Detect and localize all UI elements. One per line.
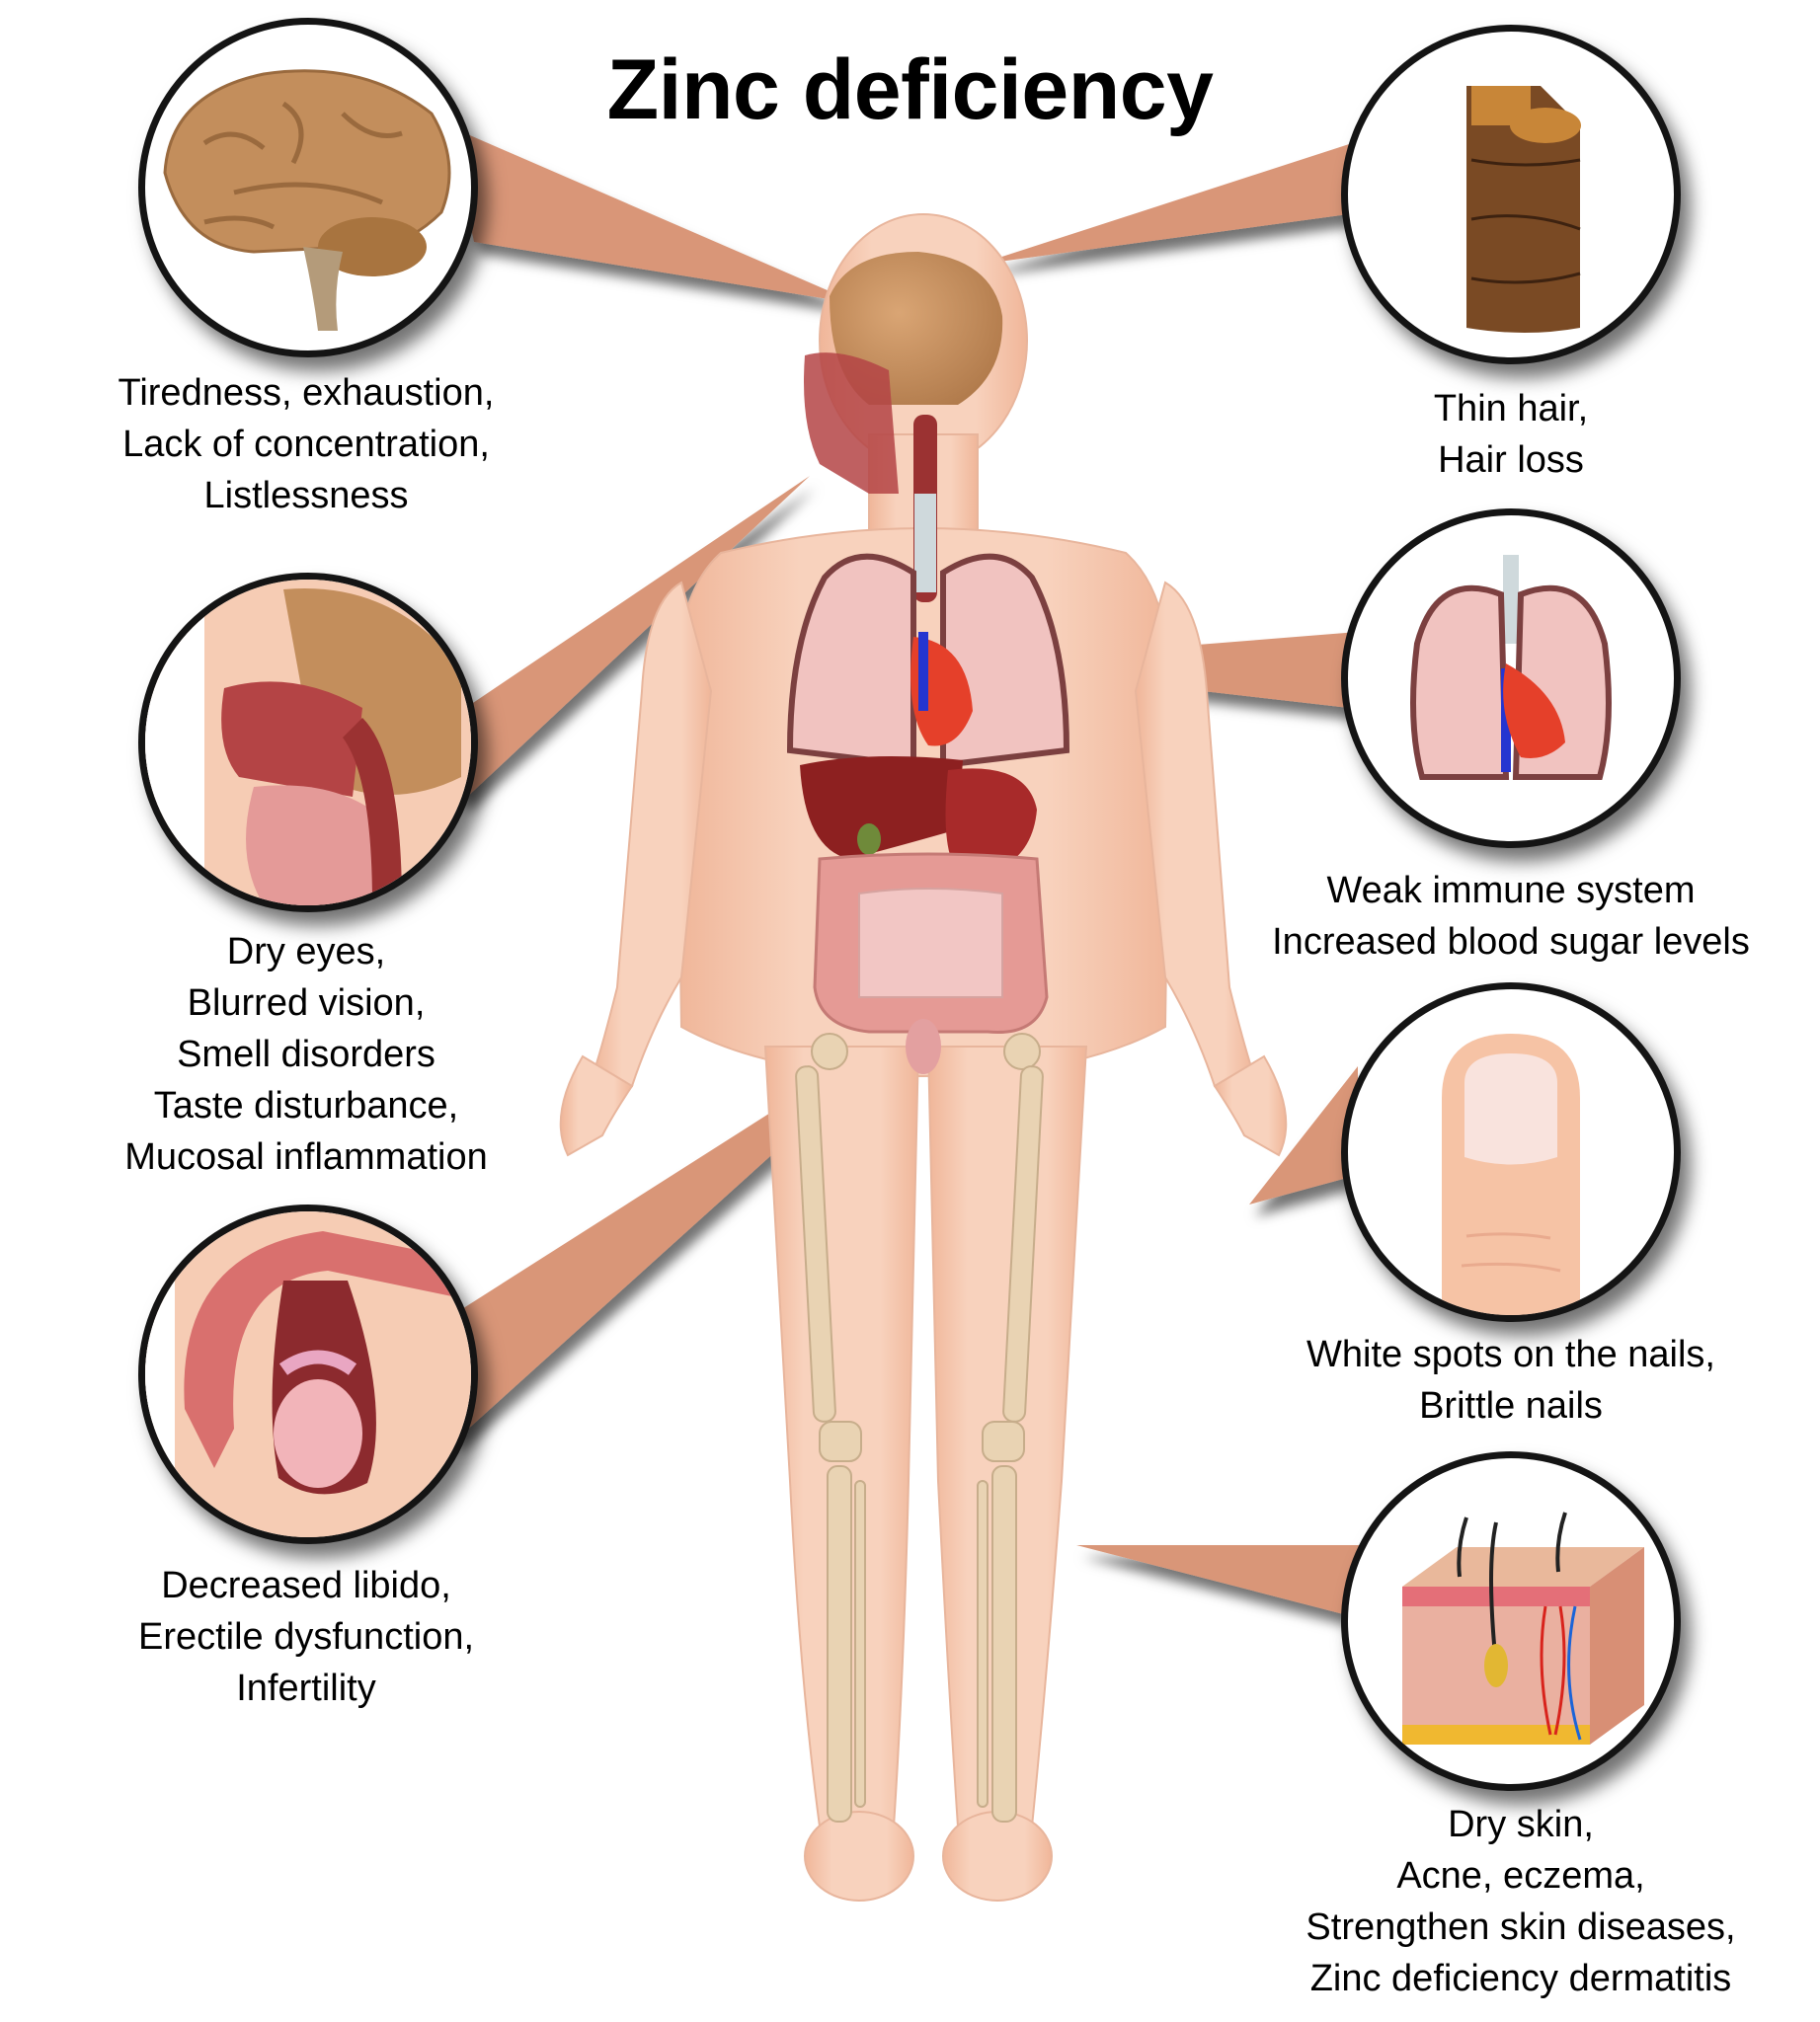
bladder — [906, 1019, 941, 1074]
small-intestine — [858, 888, 1003, 998]
callout-circle-lungs — [1341, 508, 1681, 848]
gallbladder — [857, 823, 881, 855]
callout-label-skin: Dry skin, Acne, eczema, Strengthen skin … — [1306, 1804, 1736, 1999]
page-title: Zinc deficiency — [606, 42, 1214, 137]
head-cross-section-icon — [145, 580, 471, 905]
callout-circle-head-section — [138, 573, 478, 912]
callout-label-brain: Tiredness, exhaustion, Lack of concentra… — [118, 372, 495, 516]
hair-shaft-icon — [1466, 86, 1581, 333]
callout-label-lungs: Weak immune system Increased blood sugar… — [1272, 870, 1750, 963]
left-lung — [786, 553, 916, 769]
leg-bones — [795, 1033, 1044, 1823]
brain-icon — [163, 69, 451, 331]
callout-label-head-section: Dry eyes, Blurred vision, Smell disorder… — [124, 931, 488, 1178]
male-reproductive-organ-icon — [145, 1211, 471, 1537]
callout-circle-reproductive — [138, 1205, 478, 1544]
liver — [800, 756, 963, 859]
pointer-hair — [978, 133, 1383, 265]
callout-circle-brain — [138, 18, 478, 357]
pointer-skin — [1076, 1545, 1363, 1619]
callout-circle-nail — [1341, 982, 1681, 1322]
callout-circle-hair — [1341, 25, 1681, 364]
skin-layers-icon — [1402, 1512, 1644, 1745]
callout-label-reproductive: Decreased libido, Erectile dysfunction, … — [137, 1565, 475, 1709]
pointer-nail — [1249, 1066, 1358, 1205]
callout-label-hair: Thin hair, Hair loss — [1433, 388, 1589, 481]
lungs-heart-icon — [1410, 555, 1612, 780]
right-lung — [940, 553, 1070, 769]
stomach — [945, 768, 1037, 879]
callout-circle-skin — [1341, 1451, 1681, 1791]
oral-cavity — [804, 352, 899, 494]
callout-label-nail: White spots on the nails, Brittle nails — [1306, 1334, 1715, 1427]
pointer-brain — [449, 126, 859, 304]
pointer-head-section — [425, 476, 810, 800]
fingernail-icon — [1442, 1034, 1580, 1315]
